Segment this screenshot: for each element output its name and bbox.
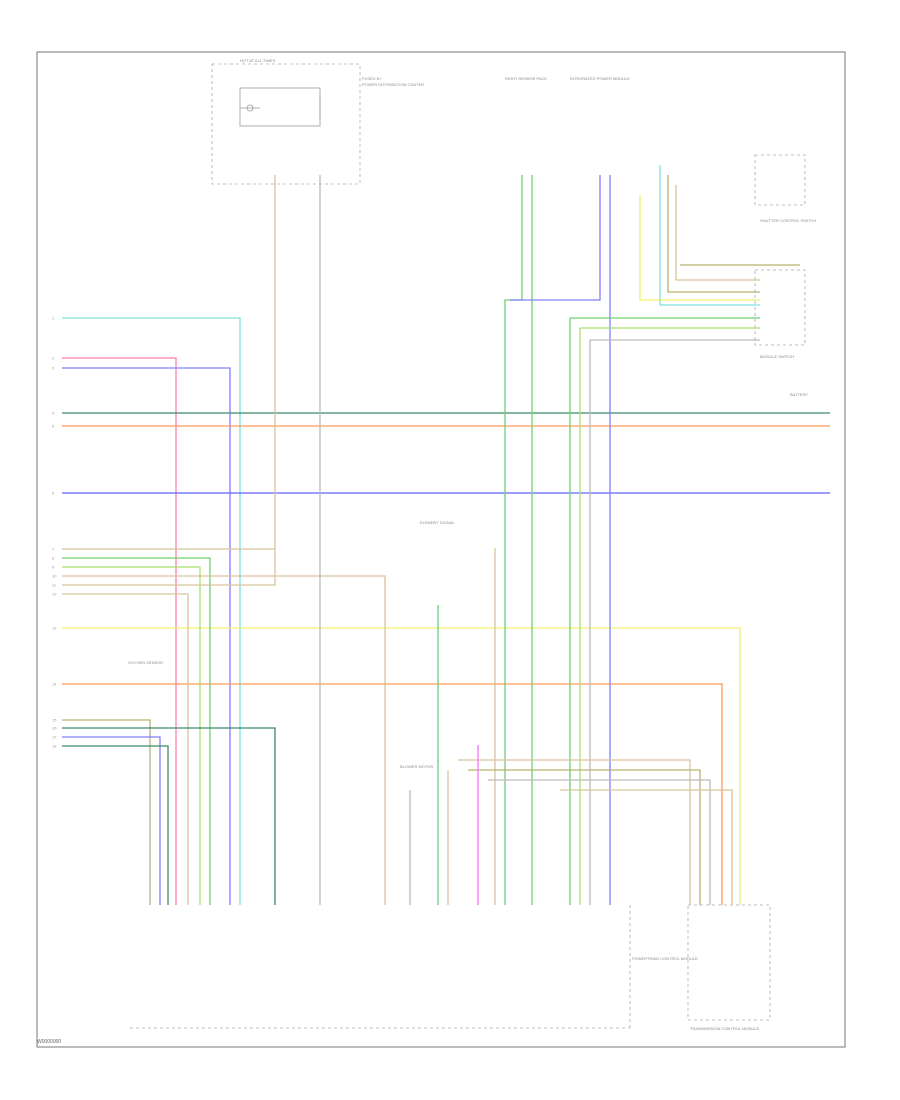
wire-right-3 — [675, 185, 760, 281]
fuse-box: HOT AT ALL TIMES FUSED B+ POWER DISTRIBU… — [211, 58, 424, 185]
right-components: SHUTTER CONTROL SWITCH MODULE SWITCH ELE… — [400, 154, 816, 769]
wire-tag-14: 14 — [52, 682, 57, 687]
wire-right-6 — [569, 317, 760, 905]
wire-tag-4: 4 — [52, 411, 55, 416]
pdc-label: POWER DISTRIBUTION CENTER — [362, 82, 424, 87]
battery-label: BATTERY — [790, 392, 808, 397]
wire-blue-1 — [62, 367, 231, 905]
wire-tag-18: 18 — [52, 744, 57, 749]
wire-tag-6: 6 — [52, 491, 55, 496]
wire-center-5 — [468, 769, 701, 905]
ipm-label: INTEGRATED POWER MODULE — [570, 76, 630, 81]
diagram-code: W0000000 — [37, 1039, 62, 1045]
wire-lime-1 — [62, 566, 201, 905]
wire-pink-1 — [62, 357, 177, 905]
wire-dg-2 — [62, 727, 276, 905]
wire-right-8 — [589, 339, 760, 905]
wire-tag-17: 17 — [52, 735, 57, 740]
shutter-control-label: SHUTTER CONTROL SWITCH — [760, 218, 816, 223]
wire-right-2 — [667, 175, 760, 293]
wire-tag-2: 2 — [52, 356, 55, 361]
wire-blue-2 — [62, 736, 161, 905]
wire-tan-2 — [62, 575, 386, 905]
sensor-pack: RIGHT SENSOR PACK INTEGRATED POWER MODUL… — [505, 76, 630, 81]
bottom-modules: POWERTRAIN CONTROL MODULE TRANSMISSION C… — [128, 660, 771, 1031]
wire-tag-10: 10 — [52, 574, 57, 579]
wire-yellow-h — [62, 627, 741, 905]
wire-green-top2 — [504, 175, 523, 905]
wires — [62, 165, 830, 905]
wire-cyan-1 — [62, 317, 241, 905]
right-sensor-pack-label: RIGHT SENSOR PACK — [505, 76, 547, 81]
wire-tag-9: 9 — [52, 565, 55, 570]
wire-right-4 — [639, 195, 760, 301]
wire-tag-8: 8 — [52, 556, 55, 561]
wire-tag-1: 1 — [52, 316, 55, 321]
wire-tag-16: 16 — [52, 726, 57, 731]
wire-blue-top — [510, 175, 601, 301]
wire-orange-2 — [62, 683, 723, 905]
wire-tag-5: 5 — [52, 424, 55, 429]
pcm-label: POWERTRAIN CONTROL MODULE — [632, 956, 698, 961]
wire-right-1 — [659, 165, 760, 306]
wire-tag-12: 12 — [52, 592, 57, 597]
wire-dg-3 — [62, 745, 169, 905]
wire-tag-7: 7 — [52, 547, 55, 552]
wire-center-8 — [560, 789, 733, 905]
wire-tag-13: 13 — [52, 626, 57, 631]
oxygen-sensor-label: OXYGEN SENSOR — [128, 660, 163, 665]
hot-at-all-times-label: HOT AT ALL TIMES — [240, 58, 275, 63]
wire-center-7 — [488, 779, 711, 905]
wire-tag-3: 3 — [52, 366, 55, 371]
wire-right-7 — [579, 327, 760, 905]
wire-olive-1 — [62, 719, 151, 905]
wire-tan-3 — [62, 175, 276, 586]
tcm-label: TRANSMISSION CONTROL MODULE — [690, 1026, 760, 1031]
wire-center-4 — [458, 759, 691, 905]
wire-tan-4 — [62, 593, 189, 905]
wire-tag-11: 11 — [52, 583, 57, 588]
diagram-frame — [36, 51, 846, 1048]
element-signal-label: ELEMENT SIGNAL — [420, 520, 455, 525]
wire-tag-15: 15 — [52, 718, 57, 723]
fused-b-label: FUSED B+ — [362, 76, 382, 81]
blower-motor-label: BLOWER MOTOR — [400, 764, 433, 769]
wire-green-2 — [62, 557, 211, 905]
module-switch-label: MODULE SWITCH — [760, 354, 794, 359]
